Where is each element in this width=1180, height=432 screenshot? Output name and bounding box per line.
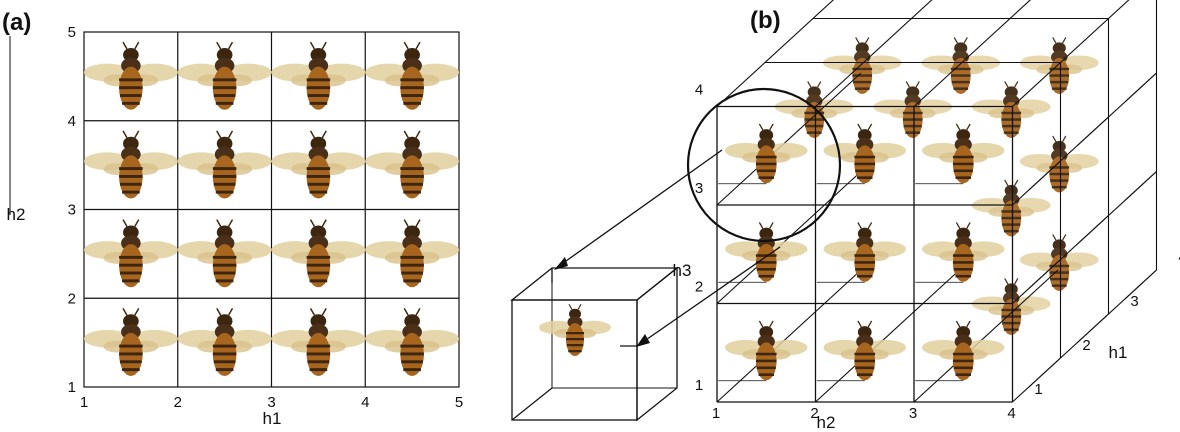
y-tick-label: 1 [68, 379, 76, 396]
bee-icon [270, 218, 367, 288]
x-tick-label: 4 [361, 394, 369, 411]
cube-edge [1124, 269, 1157, 299]
cube-ticks: 1 2 3 4 1 2 3 4 1 2 3 4 [695, 82, 1180, 423]
cube-edge [815, 0, 933, 107]
bee-icon [83, 307, 179, 377]
cube-front-bee-icon [921, 123, 1006, 184]
cube-front-bee-icon [921, 221, 1006, 283]
h2-tick-label: 1 [712, 405, 720, 422]
cube-edge [716, 0, 834, 107]
panel-a-y-ticks: 1 2 3 4 5 [68, 24, 76, 396]
bee-icon [270, 307, 367, 377]
cube-edge [716, 269, 862, 403]
cube-back-bee-icon [872, 80, 953, 139]
panel-a-x-axis-title: h1 [263, 409, 282, 428]
cube-wireframe [716, 0, 1158, 403]
h1-tick-label: 4 [1178, 249, 1180, 266]
y-tick-label: 2 [68, 290, 76, 307]
h2-tick-label: 4 [1007, 405, 1015, 422]
bee-icon [176, 41, 273, 111]
cube-back-bee-icon [822, 36, 903, 95]
cube-edge [1028, 160, 1061, 190]
cube-edge [913, 0, 1031, 107]
panel-b-h3-axis-title: h3 [673, 261, 692, 280]
cube-edge [1028, 259, 1061, 289]
cube-front-bee-icon [822, 123, 907, 184]
cube-back-bee-icon [971, 80, 1052, 139]
x-tick-label: 3 [267, 394, 275, 411]
panel-b: (b) 1 2 3 4 1 2 3 4 1 2 3 4 h2 h3 [510, 0, 1180, 432]
h3-tick-label: 3 [695, 180, 703, 197]
x-tick-label: 2 [174, 394, 182, 411]
cube-back-bee-icon [1019, 233, 1100, 292]
bee-icon [364, 41, 460, 111]
bee-icon [83, 41, 179, 111]
panel-a-label: (a) [2, 9, 31, 36]
cube-front-bee-icon [822, 221, 907, 283]
panel-b-label: (b) [750, 7, 781, 34]
h1-tick-label: 1 [1034, 381, 1042, 398]
cube-edge [913, 269, 1059, 403]
cube-edge [1124, 171, 1157, 201]
cube-back-bee-icon [1019, 36, 1100, 95]
cube-back-bee-icon [971, 179, 1052, 238]
cube-edge [716, 72, 862, 206]
x-tick-label: 5 [455, 394, 463, 411]
bee-icon [83, 130, 179, 200]
bee-icon [364, 130, 460, 200]
zoom-cell-top-face [510, 267, 679, 301]
panel-b-h2-axis-title: h2 [817, 413, 836, 432]
zoom-arrows [554, 149, 781, 347]
panel-a-y-axis-title: h2 [7, 205, 26, 224]
cube-edge [1028, 357, 1061, 387]
h3-tick-label: 2 [695, 279, 703, 296]
panel-a-x-ticks: 1 2 3 4 5 [80, 394, 463, 411]
y-tick-label: 3 [68, 202, 76, 219]
bee-icon [270, 41, 367, 111]
bee-icon [270, 130, 367, 200]
h1-tick-label: 3 [1130, 293, 1138, 310]
cube-edge [1076, 215, 1109, 245]
h1-tick-label: 2 [1082, 337, 1090, 354]
x-tick-label: 1 [80, 394, 88, 411]
cube-edge [1076, 313, 1109, 343]
cube-back-bee-icon [920, 36, 1001, 95]
cube-edge [815, 269, 960, 403]
bee-icon [176, 218, 273, 288]
h2-tick-label: 2 [810, 405, 818, 422]
cube-edge [1124, 72, 1157, 102]
bee-icon [176, 130, 273, 200]
zoom-cell [510, 266, 679, 422]
y-tick-label: 4 [68, 113, 76, 130]
cube-back-bee-icon [1019, 135, 1100, 194]
bee-icon [83, 218, 179, 288]
h3-tick-label: 1 [695, 377, 703, 394]
h2-tick-label: 3 [909, 405, 917, 422]
panel-a-gridlines [84, 32, 459, 387]
bee-icon [176, 307, 273, 377]
cube-front-bees [718, 123, 1006, 382]
bee-icon [364, 218, 460, 288]
cube-edge [1012, 0, 1130, 107]
h3-tick-label: 4 [695, 82, 703, 99]
panel-a: (a) 1 2 3 4 5 1 2 3 4 5 h1 h2 [2, 9, 463, 428]
cube-edge [1076, 116, 1109, 146]
y-tick-label: 5 [68, 24, 76, 41]
bee-icon [364, 307, 460, 377]
magnifier-circle [686, 87, 842, 243]
panel-b-h1-axis-title: h1 [1109, 343, 1128, 362]
